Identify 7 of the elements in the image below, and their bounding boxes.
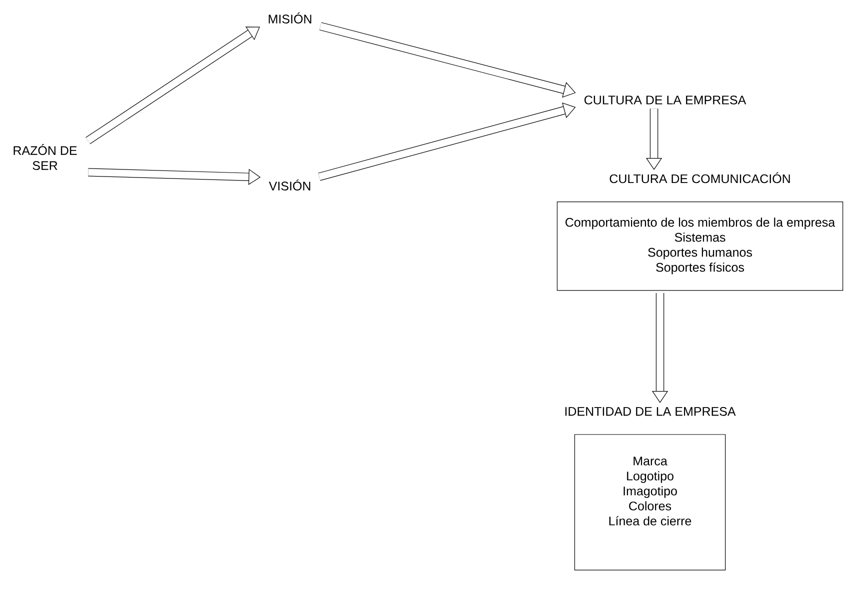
text-label: VISIÓN [268, 180, 310, 190]
hollow-arrow [86, 26, 260, 144]
text-label: CULTURA DE LA EMPRESA [584, 96, 746, 104]
titled-box: IDENTIDAD DE LA EMPRESA Marca Logotipo Imagotipo Colores Línea de cierre [565, 407, 736, 570]
text-label: RAZÓN DE SER [14, 144, 77, 170]
titled-box: CULTURA DE COMUNICACIÓN Comportamiento de los miembros de la empresa Sistemas Soportes humanos Soportes físicos [556, 172, 844, 291]
text-label: MISIÓN [268, 12, 312, 24]
